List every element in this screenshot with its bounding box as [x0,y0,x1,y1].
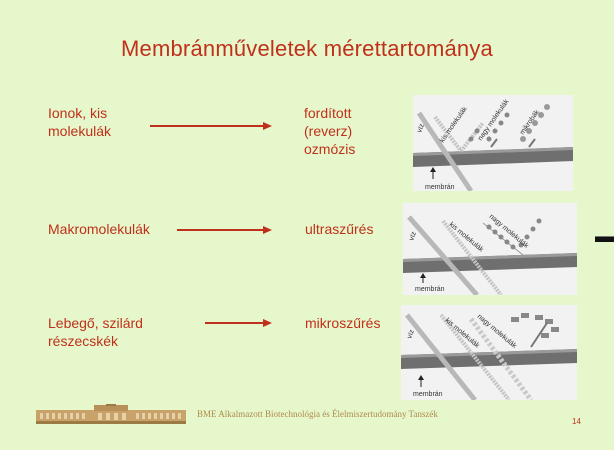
row2-left-line1: Makromolekulák [48,221,150,237]
row1-left-label: Ionok, kis molekulák [48,104,111,140]
row1-left-line1: Ionok, kis [48,105,108,121]
row3-left-line2: részecskék [48,333,119,349]
uf-diagram: membrán víz kis molekulák nagy molekulák [403,203,577,295]
uf-viz-label: víz [408,230,418,241]
ro-membran-label: membrán [425,184,455,191]
ro-kis-molekulak-label: kis molekulák [439,105,469,144]
row2-right-line1: ultraszűrés [305,221,374,237]
row1-right-line3: ozmózis [304,141,356,157]
row1-right-line2: (reverz) [304,123,353,139]
row3-left-line1: Lebegő, szilárd [48,315,143,331]
row3-right-line1: mikroszűrés [305,315,381,331]
edge-marker [595,236,614,242]
mf-membran-label: membrán [413,391,443,398]
row3-left-label: Lebegő, szilárd részecskék [48,314,143,350]
uf-membran-label: membrán [415,286,445,293]
row3-right-label: mikroszűrés [305,314,380,332]
ro-nagy-molekulak-label: nagy molekulák [477,98,511,142]
ro-diagram: membrán víz kis molekulák nagy molekulák… [413,95,573,191]
row1-right-label: fordított (reverz) ozmózis [304,104,355,158]
page-number: 14 [572,417,581,426]
row2-left-label: Makromolekulák [48,220,150,238]
mf-kis-molekulak-label: kis molekulák [444,317,481,350]
university-building-logo [36,404,186,424]
mf-viz-label: víz [406,328,416,339]
row2-right-label: ultraszűrés [305,220,373,238]
row1-right-line1: fordított [304,105,352,121]
ro-viz-label: víz [416,122,426,133]
row2-arrow [177,225,272,235]
row3-arrow [205,318,272,328]
row1-arrow [150,121,272,131]
footer-institution: BME Alkalmazott Biotechnológia és Élelmi… [197,409,438,419]
mf-diagram: membrán víz kis molekulák nagy molekulák [401,305,577,400]
row1-left-line2: molekulák [48,123,112,139]
slide-title: Membránműveletek mérettartománya [121,36,493,61]
